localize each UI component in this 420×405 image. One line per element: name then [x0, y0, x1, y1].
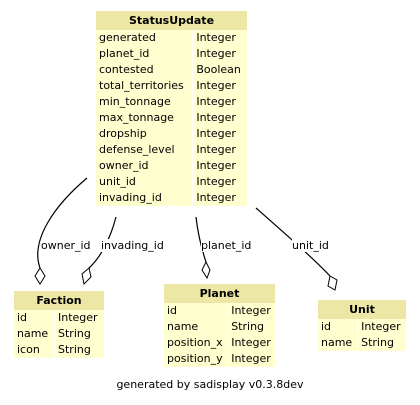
column-name: name — [14, 326, 55, 342]
entity-title: StatusUpdate — [96, 11, 247, 30]
column-name: id — [14, 310, 55, 326]
column-name: planet_id — [96, 46, 194, 62]
column-type: Integer — [196, 47, 236, 60]
column-type: Integer — [196, 127, 236, 140]
column-name: id — [164, 303, 229, 319]
column-name: owner_id — [96, 158, 194, 174]
column-name: invading_id — [96, 190, 194, 206]
column-type: String — [58, 343, 91, 356]
column-type: String — [231, 320, 265, 333]
diamond-invading-id — [81, 267, 92, 286]
column-type: Integer — [196, 143, 236, 156]
column-type: Integer — [196, 95, 236, 108]
diamond-unit-id — [327, 275, 338, 291]
column-name: name — [318, 335, 359, 351]
column-name: icon — [14, 342, 55, 358]
column-name: contested — [96, 62, 194, 78]
edge-label-invading-id: invading_id — [101, 239, 164, 252]
column-name: max_tonnage — [96, 110, 194, 126]
column-type: Integer — [196, 159, 236, 172]
entity-title: Planet — [164, 284, 275, 303]
column-type: Integer — [361, 320, 401, 333]
column-type: Integer — [196, 191, 236, 204]
edge-owner-id — [37, 177, 88, 269]
column-type: Integer — [231, 304, 271, 317]
column-name: position_x — [164, 335, 229, 351]
column-name: unit_id — [96, 174, 194, 190]
edge-label-owner-id: owner_id — [41, 239, 91, 252]
edge-label-planet-id: planet_id — [201, 239, 252, 252]
diamond-planet-id — [201, 260, 211, 280]
entity-title: Faction — [14, 291, 104, 310]
column-type: Integer — [58, 311, 98, 324]
column-name: position_y — [164, 351, 229, 367]
column-name: defense_level — [96, 142, 194, 158]
column-name: dropship — [96, 126, 194, 142]
column-name: name — [164, 319, 229, 335]
column-type: Boolean — [196, 63, 241, 76]
column-type: Integer — [231, 336, 271, 349]
column-name: total_territories — [96, 78, 194, 94]
column-type: String — [58, 327, 91, 340]
column-type: Integer — [196, 111, 236, 124]
column-type: String — [361, 336, 394, 349]
column-type: Integer — [196, 31, 236, 44]
column-name: generated — [96, 30, 194, 46]
column-type: Integer — [196, 79, 236, 92]
edge-planet-id — [195, 216, 207, 263]
entity-title: Unit — [318, 300, 406, 319]
diamond-owner-id — [34, 267, 46, 285]
column-type: Integer — [196, 175, 236, 188]
edge-label-unit-id: unit_id — [292, 239, 329, 252]
column-name: id — [318, 319, 359, 335]
column-name: min_tonnage — [96, 94, 194, 110]
footer-credit: generated by sadisplay v0.3.8dev — [116, 378, 304, 391]
column-type: Integer — [231, 352, 271, 365]
